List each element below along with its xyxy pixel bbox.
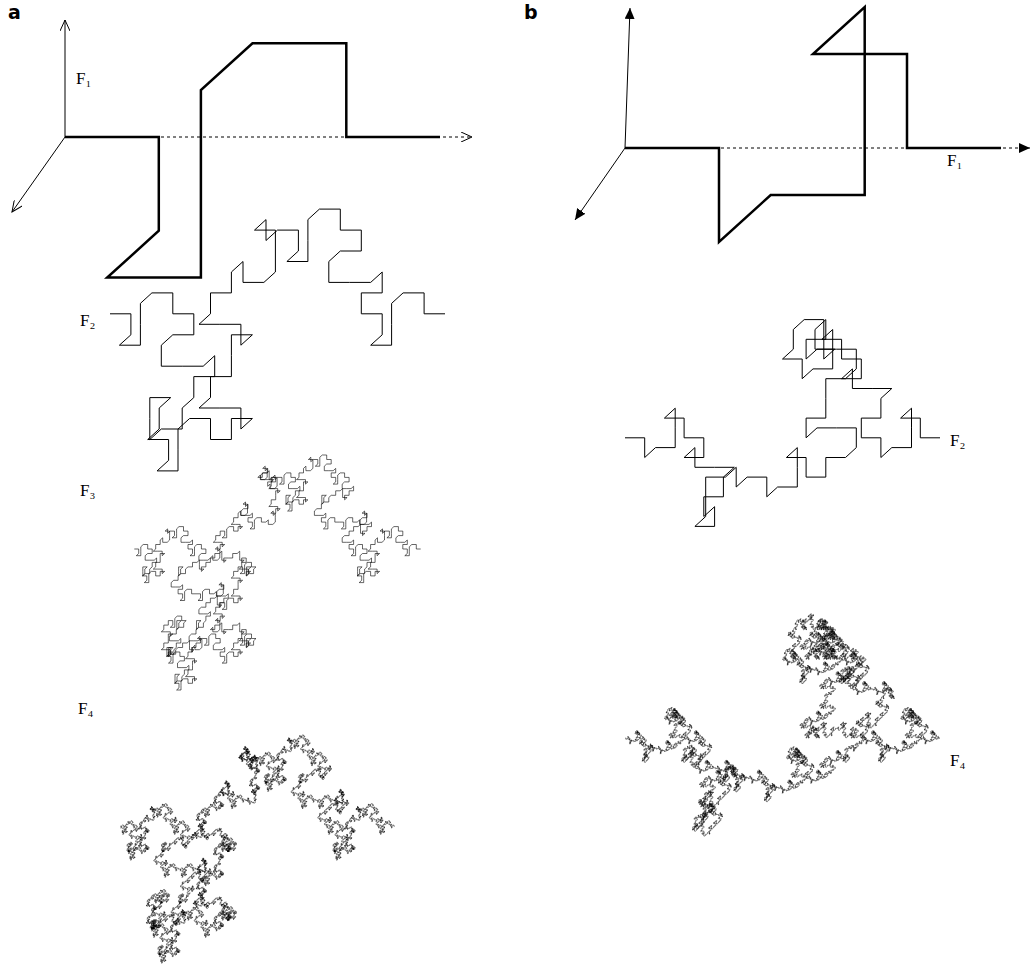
iteration-label: F₄	[76, 700, 95, 719]
iteration-label: F₄	[948, 752, 967, 771]
fractal-iteration	[625, 320, 940, 527]
iteration-label: F₂	[78, 312, 97, 331]
fractal-iteration	[110, 209, 445, 471]
panel-letter: b	[522, 2, 540, 23]
fractal-iteration	[625, 614, 940, 836]
generator-curve	[625, 7, 1001, 242]
iteration-label: F₂	[948, 432, 967, 451]
iteration-label: F₃	[78, 482, 97, 501]
fractal-iteration	[134, 455, 420, 690]
fractal-curves	[65, 7, 1001, 963]
axes-b	[575, 8, 1030, 220]
iteration-label: F₁	[74, 70, 93, 89]
axes-a	[12, 20, 472, 212]
generator-curve	[65, 43, 440, 277]
fractal-iteration	[120, 735, 395, 963]
panel-letter: a	[6, 2, 23, 23]
iteration-label: F₁	[945, 152, 964, 171]
